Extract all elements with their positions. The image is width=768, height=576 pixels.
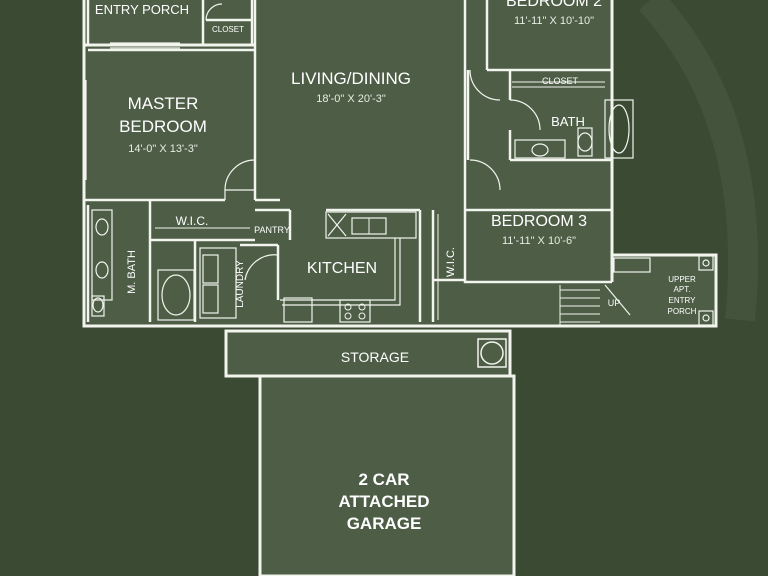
storage-room xyxy=(224,329,512,378)
upper-porch-label-line2: APT. xyxy=(674,285,691,294)
upper-porch-label-line4: PORCH xyxy=(668,307,697,316)
bedroom3-label: BEDROOM 3 xyxy=(491,213,587,230)
stove-icon xyxy=(339,299,371,323)
storage-label: STORAGE xyxy=(341,349,409,365)
porch-posts xyxy=(613,255,714,326)
door-swings xyxy=(205,3,631,316)
upper-porch-label-line3: ENTRY xyxy=(669,296,697,305)
kitchen-sink-icon xyxy=(351,217,387,235)
laundry-label: LAUNDRY xyxy=(235,260,246,308)
bath-label: BATH xyxy=(551,114,585,129)
water-heater-box xyxy=(477,338,507,368)
master-bedroom-label-line2: BEDROOM xyxy=(119,117,207,136)
windows xyxy=(85,20,613,260)
upper-porch-floor xyxy=(610,255,716,325)
pantry-label: PANTRY xyxy=(254,225,290,235)
living-dining-dimensions: 18'-0" X 20'-3" xyxy=(316,93,386,105)
master-bath-fixtures xyxy=(91,209,237,321)
bedroom2-dimensions: 11'-11" X 10'-10" xyxy=(514,15,594,27)
stairs xyxy=(559,285,600,326)
kitchen-counters xyxy=(280,211,417,323)
master-bedroom-dimensions: 14'-0" X 13'-3" xyxy=(128,143,198,155)
kitchen-label: KITCHEN xyxy=(307,260,377,277)
living-dining-label: LIVING/DINING xyxy=(291,69,411,88)
master-bath-label: M. BATH xyxy=(126,250,138,294)
stairs-up-label: UP xyxy=(608,298,621,308)
garage-label-line2: ATTACHED xyxy=(339,492,430,511)
bath-fixtures xyxy=(514,99,634,159)
entry-porch-label: ENTRY PORCH xyxy=(95,2,189,17)
closet-rods xyxy=(155,81,605,320)
background-swirl xyxy=(638,0,759,322)
garage-label-line1: 2 CAR xyxy=(358,470,409,489)
garage-room xyxy=(258,374,516,576)
house-floor xyxy=(84,0,612,326)
water-heater-icon xyxy=(480,341,504,365)
garage-label-line3: GARAGE xyxy=(347,514,422,533)
wic-master-label: W.I.C. xyxy=(176,214,209,228)
closet-label-bedroom2: CLOSET xyxy=(542,76,579,86)
bedroom3-dimensions: 11'-11" X 10'-6" xyxy=(502,235,576,247)
interior-walls xyxy=(84,0,612,322)
wic-bedroom3-label: W.I.C. xyxy=(445,247,457,277)
closet-label-entry: CLOSET xyxy=(212,25,244,34)
bedroom2-label: BEDROOM 2 xyxy=(506,0,602,10)
master-bedroom-label-line1: MASTER xyxy=(128,94,199,113)
upper-porch-label-line1: UPPER xyxy=(668,275,696,284)
